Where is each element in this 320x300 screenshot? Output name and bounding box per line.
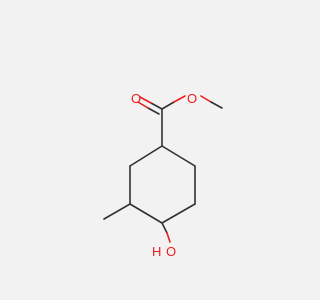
ring-bond-c1-c2 <box>161 145 196 167</box>
ester-oxygen-label: O <box>187 91 197 106</box>
methoxy-bond-o <box>200 95 212 103</box>
hydroxyl-bond-o <box>166 232 171 243</box>
methyl-bond <box>103 203 131 220</box>
ring-bond-c4-c5 <box>129 203 163 224</box>
ester-o-bond <box>161 101 175 110</box>
carbonyl-bond-2 <box>147 107 160 115</box>
carbonyl-bond-2-o <box>137 101 149 109</box>
hydroxyl-bond <box>161 222 168 234</box>
carbonyl-bond-1-o <box>139 96 152 104</box>
ester-o-bond-o <box>173 95 186 103</box>
hydroxyl-oxygen-label: O <box>166 244 176 259</box>
hydroxyl-hydrogen-label: H <box>152 244 161 259</box>
ring-bond-c6-c1 <box>129 145 163 167</box>
carbonyl-bond-1 <box>150 102 163 110</box>
ring-bond-c3-c4 <box>161 203 196 224</box>
methoxy-bond <box>210 101 223 109</box>
background <box>0 0 300 300</box>
carbonyl-oxygen-label: O <box>131 91 141 106</box>
structure-diagram: O O O H <box>0 0 300 300</box>
